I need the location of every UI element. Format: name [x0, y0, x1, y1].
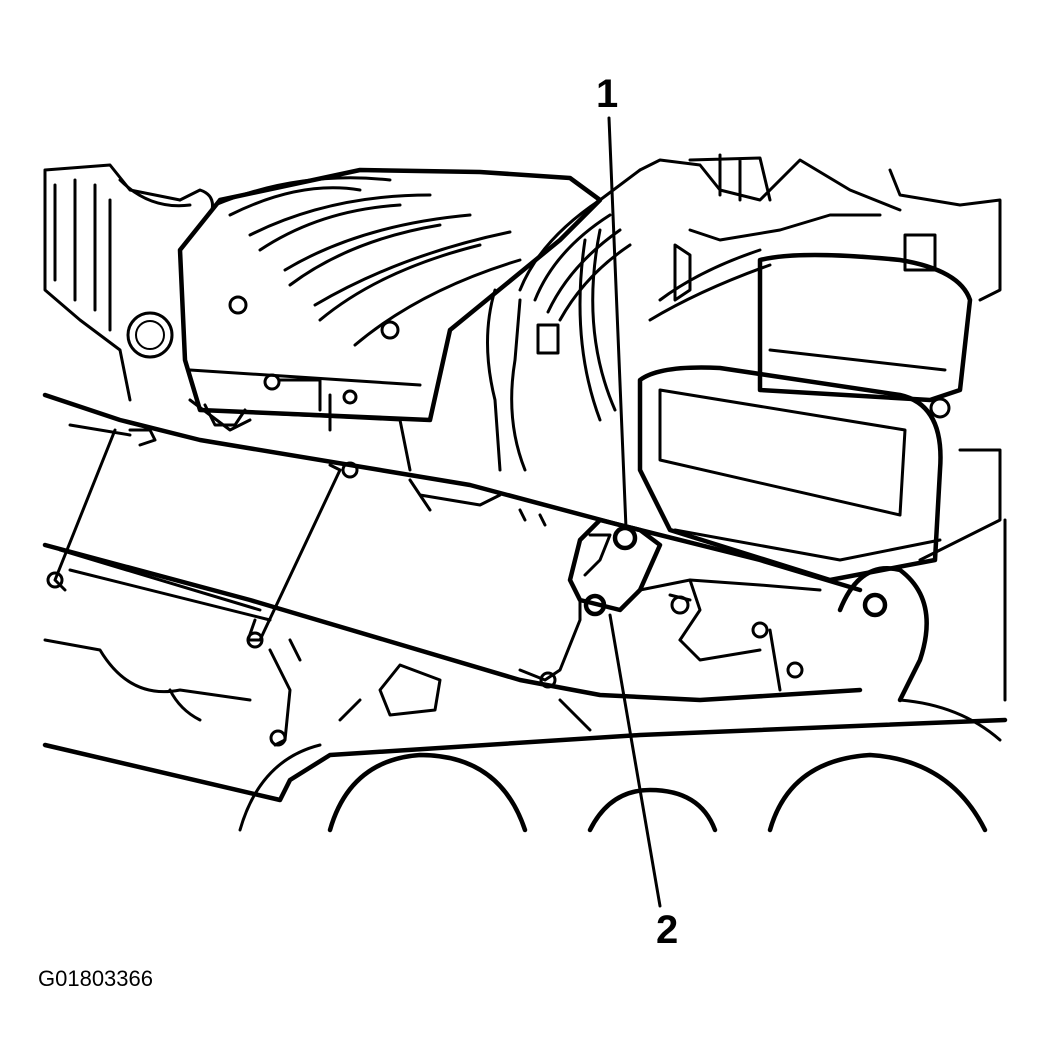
right-mount — [678, 448, 1007, 703]
reservoir — [688, 153, 1002, 419]
callout-label-2: 2 — [656, 908, 679, 952]
air-cleaner-housing — [637, 365, 943, 583]
bracket-assembly — [567, 517, 822, 642]
callout-label-1: 1 — [596, 72, 619, 116]
figure-id: G01803366 — [38, 966, 153, 991]
bracket-bolt-upper — [612, 525, 638, 551]
callout-leaders — [607, 116, 662, 908]
leader-line-2 — [608, 613, 662, 908]
wiring-harness — [486, 158, 902, 472]
left-structure — [43, 163, 214, 402]
cowl-panel — [42, 392, 863, 703]
leader-line-1 — [607, 116, 628, 530]
bracket-bolt-lower — [583, 593, 607, 617]
front-fascia — [42, 638, 1008, 833]
intake-manifold — [177, 167, 603, 472]
